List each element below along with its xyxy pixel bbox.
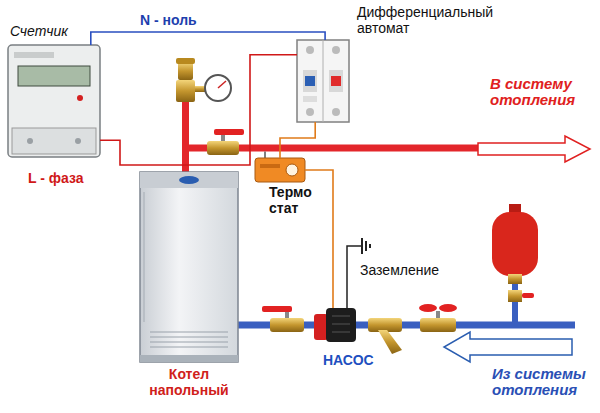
meter-terminal-cover bbox=[12, 128, 96, 154]
phase-wire bbox=[100, 55, 297, 165]
boiler-logo bbox=[179, 176, 199, 184]
room-thermostat: Термо стат bbox=[255, 158, 305, 182]
breaker-terminal bbox=[332, 46, 340, 54]
ball-valve-stem bbox=[436, 311, 440, 318]
label-anchor: N - ноль bbox=[140, 12, 197, 28]
safety-group-body bbox=[176, 80, 195, 102]
boiler-grill bbox=[150, 342, 228, 343]
label-anchor: Заземление bbox=[360, 262, 439, 278]
electric-meter: Счетчик bbox=[8, 45, 100, 157]
thermostat-body bbox=[255, 158, 305, 182]
breaker-toggle-slot bbox=[303, 70, 317, 92]
neutral-wire bbox=[91, 32, 325, 45]
boiler-grill bbox=[150, 332, 228, 333]
tank-branch-pipe bbox=[512, 282, 518, 324]
ball-valve-body bbox=[207, 141, 239, 155]
tank-valve-handle bbox=[522, 293, 534, 298]
thermostat-slot bbox=[260, 164, 280, 168]
flow-label: Из системы отопления bbox=[492, 366, 592, 398]
boiler-top-panel bbox=[140, 172, 238, 188]
ball-valve-body bbox=[270, 318, 304, 332]
breaker-terminal bbox=[306, 46, 314, 54]
circulation-pump: НАСОС bbox=[315, 308, 355, 345]
gauge-needle bbox=[218, 81, 226, 88]
ground-symbol bbox=[361, 238, 363, 254]
safety-valve-cap bbox=[176, 58, 195, 64]
thermostat-sensor-line bbox=[264, 152, 266, 159]
breaker-toggle bbox=[305, 76, 315, 86]
boiler-door-edge bbox=[144, 192, 145, 322]
expansion-tank bbox=[492, 212, 538, 276]
breaker-divider bbox=[323, 40, 324, 122]
boiler-body bbox=[140, 172, 238, 362]
ball-valve-stem bbox=[285, 311, 289, 318]
label-anchor: Из системы отопления bbox=[492, 366, 592, 398]
breaker-terminal bbox=[332, 108, 340, 116]
gauge-stem bbox=[195, 86, 205, 92]
node-label: Дифференциальный автомат bbox=[357, 4, 507, 36]
boiler-plinth bbox=[140, 355, 238, 362]
supply-arrow bbox=[478, 136, 590, 162]
boiler-grill bbox=[150, 337, 228, 338]
flow-label: В систему отопления bbox=[490, 76, 590, 108]
meter-plate bbox=[14, 52, 54, 58]
pump-volute bbox=[314, 314, 328, 340]
pump-rib bbox=[332, 316, 350, 317]
tank-valve-cap bbox=[509, 204, 521, 213]
pressure-gauge bbox=[205, 75, 231, 101]
butterfly-handle bbox=[419, 304, 437, 312]
boiler-grill bbox=[150, 347, 228, 348]
supply-riser-pipe bbox=[182, 98, 189, 174]
label-anchor: В систему отопления bbox=[490, 76, 590, 108]
ball-valve-stem bbox=[221, 134, 225, 141]
strainer-leg bbox=[378, 330, 402, 354]
breaker-terminal bbox=[306, 108, 314, 116]
ground-symbol bbox=[365, 241, 367, 251]
node-label: Котел напольный bbox=[140, 366, 238, 398]
ball-valve-handle bbox=[214, 129, 244, 135]
ball-valve-handle bbox=[262, 306, 292, 312]
breaker-body bbox=[297, 40, 349, 122]
breaker-window bbox=[303, 96, 317, 102]
meter-screw bbox=[75, 138, 81, 144]
ground-label: Заземление bbox=[360, 262, 439, 278]
meter-body bbox=[8, 45, 100, 157]
pump-rib bbox=[332, 332, 350, 333]
floor-boiler: Котел напольный bbox=[140, 172, 238, 362]
return-arrow bbox=[444, 332, 572, 362]
wire-label: L - фаза bbox=[28, 170, 84, 186]
ground-symbol bbox=[369, 244, 371, 248]
node-label: Счетчик bbox=[10, 23, 68, 39]
control-wire bbox=[280, 122, 315, 158]
ball-valve-body bbox=[420, 318, 456, 332]
safety-valve bbox=[178, 62, 193, 80]
breaker-toggle bbox=[331, 76, 341, 86]
meter-led bbox=[77, 95, 83, 101]
tank-valve bbox=[508, 290, 522, 302]
tank-connector bbox=[508, 274, 522, 284]
butterfly-handle bbox=[439, 304, 457, 312]
node-label: Термо стат bbox=[269, 184, 312, 216]
node-label: НАСОС bbox=[323, 352, 374, 368]
wire-label: N - ноль bbox=[140, 12, 197, 28]
thermostat-dial bbox=[286, 164, 298, 176]
meter-display bbox=[18, 66, 90, 86]
pump-rib bbox=[332, 324, 350, 325]
rcbo-breaker: Дифференциальный автомат bbox=[297, 40, 349, 122]
label-anchor: L - фаза bbox=[28, 170, 84, 186]
strainer-body bbox=[368, 318, 402, 332]
breaker-toggle-slot bbox=[329, 70, 343, 92]
meter-screw bbox=[27, 138, 33, 144]
ground-wire bbox=[347, 246, 362, 308]
pump-motor bbox=[326, 308, 356, 342]
